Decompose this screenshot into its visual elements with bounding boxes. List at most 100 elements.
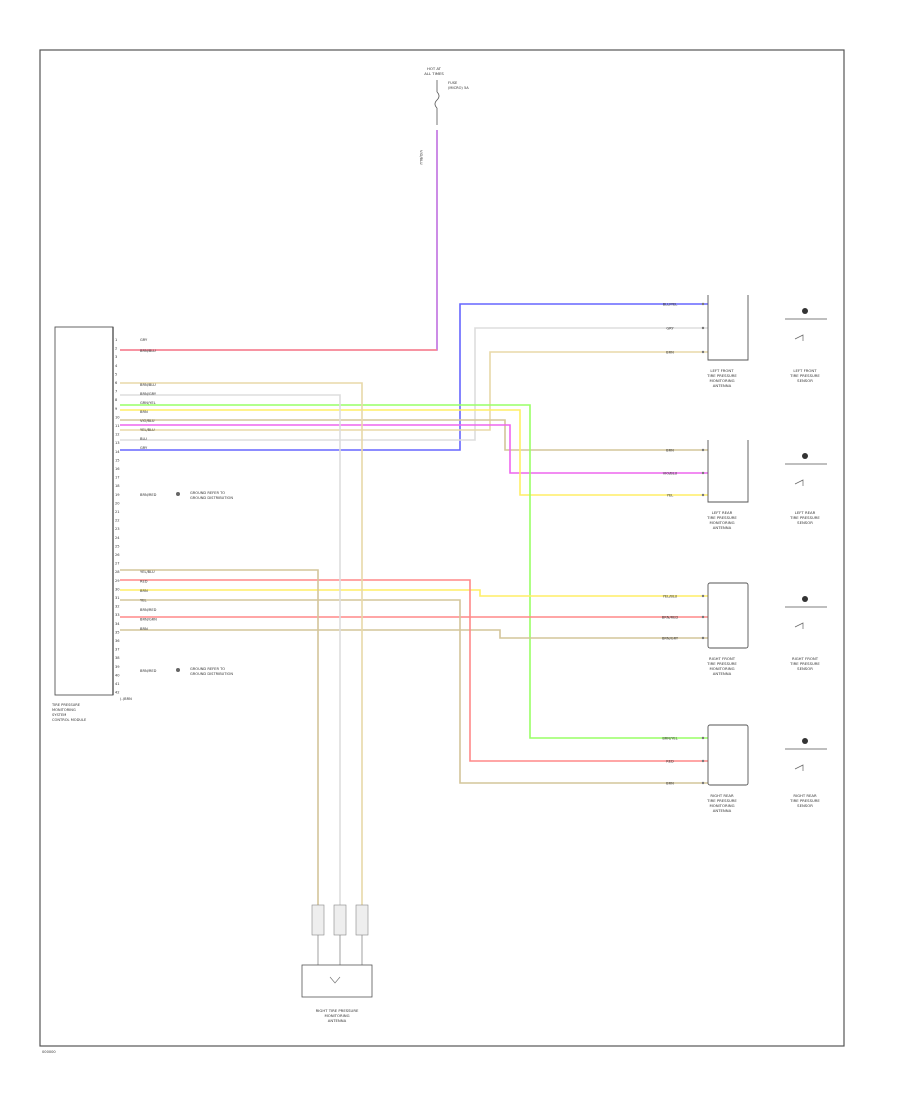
wires <box>120 130 708 910</box>
module-pin-labels: 1234567891011121314151617181920212223242… <box>115 338 120 695</box>
ground-2-color: BRN/RED <box>140 669 157 673</box>
module-pin-number: 37 <box>115 648 120 652</box>
module-pin-number: 25 <box>115 544 120 548</box>
terminal-dot <box>701 448 705 452</box>
switch-icon <box>794 334 804 341</box>
module-pin-number: 31 <box>115 596 120 600</box>
module-label-2: MONITORING <box>52 708 76 712</box>
rear-connector-1 <box>311 904 325 936</box>
mid-wire-label: VIO/BLU <box>140 419 155 423</box>
antenna-body <box>707 582 749 649</box>
antenna-label: TIRE PRESSURE <box>706 373 737 378</box>
sensor-icon <box>802 453 808 459</box>
module-pin-number: 14 <box>115 450 120 454</box>
control-module: 1234567891011121314151617181920212223242… <box>51 326 233 722</box>
module-footer-pin: (-)BRN <box>120 697 132 701</box>
module-pin-number: 24 <box>115 536 120 540</box>
sensor-icon <box>802 596 808 602</box>
fuse-icon <box>434 91 440 109</box>
module-pin-number: 27 <box>115 562 120 566</box>
wire-lf-brn <box>120 351 708 431</box>
low-wire-label: BRN <box>140 627 148 631</box>
module-pin-number: 15 <box>115 458 120 462</box>
wire-rr-grn <box>120 404 708 739</box>
antenna-label: TIRE PRESSURE <box>706 515 737 520</box>
fuse-label-top: HOT AT <box>427 66 442 71</box>
mid-wire-label: BRN/GRY <box>140 392 157 396</box>
module-label-4: CONTROL MODULE <box>52 718 87 722</box>
antenna-label: MONITORING <box>709 378 734 383</box>
terminal-dot <box>701 493 705 497</box>
antenna-label: MONITORING <box>709 803 734 808</box>
module-label-1: TIRE PRESSURE <box>51 703 81 707</box>
wire-rear-1 <box>120 569 319 910</box>
antenna-label: ANTENNA <box>713 808 732 813</box>
module-pin-number: 10 <box>115 415 120 419</box>
sensor-label: TIRE PRESSURE <box>789 373 820 378</box>
diagram-id: 000000 <box>42 1050 56 1054</box>
sensor-label: LEFT FRONT <box>793 368 817 373</box>
terminal-dot <box>701 302 705 306</box>
terminal-dot <box>701 736 705 740</box>
module-pin-number: 4 <box>115 364 118 368</box>
module-pin-number: 2 <box>115 347 117 351</box>
antenna-body <box>707 440 749 503</box>
ground-1-text-1: GROUND REFER TO <box>190 491 225 495</box>
module-pin-number: 12 <box>115 433 120 437</box>
rear-antenna: RIGHT TIRE PRESSURE MONITORING ANTENNA <box>301 904 373 1023</box>
antenna-wire-label: BRN <box>666 449 674 453</box>
module-pin-number: 39 <box>115 665 120 669</box>
module-pin-number: 36 <box>115 639 120 643</box>
antenna-wire-label: BRN/GRY <box>662 637 679 641</box>
sensor-label: TIRE PRESSURE <box>789 515 820 520</box>
module-pin-number: 40 <box>115 673 120 677</box>
module-pin-number: 17 <box>115 476 120 480</box>
module-pin-number: 16 <box>115 467 120 471</box>
top-wire-1: GRY <box>140 338 148 342</box>
rear-label-2: MONITORING <box>324 1013 349 1018</box>
wire-lr-brn <box>120 419 708 451</box>
sensor-label: RIGHT REAR <box>793 793 817 798</box>
wire-lr-yel <box>120 409 708 496</box>
antenna-wire-label: BRN <box>666 351 674 355</box>
wire-rr-red <box>120 579 708 762</box>
fuse-rating: (MICRO) 5A <box>448 86 469 90</box>
antenna-wire-label: RED <box>666 760 674 764</box>
antenna-label: ANTENNA <box>713 525 732 530</box>
rear-label-1: RIGHT TIRE PRESSURE <box>316 1008 359 1013</box>
module-pin-number: 7 <box>115 390 117 394</box>
sensor-label: TIRE PRESSURE <box>789 798 820 803</box>
antenna-wire-label: BRN/YEL <box>662 737 677 741</box>
module-pin-number: 23 <box>115 527 120 531</box>
mid-wire-label: BRN/BLU <box>140 383 156 387</box>
wire-rear-2 <box>120 394 341 910</box>
module-pin-number: 9 <box>115 407 118 411</box>
low-wire-label: BRN <box>140 589 148 593</box>
antenna-wire-label: YEL <box>667 494 673 498</box>
fuse-name: FUSE <box>448 81 458 85</box>
module-pin-number: 35 <box>115 630 120 634</box>
antenna-label: MONITORING <box>709 666 734 671</box>
module-pin-number: 33 <box>115 613 120 617</box>
antenna-wire-label: BRN <box>666 782 674 786</box>
module-pin-number: 28 <box>115 570 120 574</box>
ground-1-color: BRN/RED <box>140 493 157 497</box>
mid-wire-label: GRN/YEL <box>140 401 156 405</box>
module-pin-number: 8 <box>115 398 118 402</box>
power-wire-violet <box>120 130 438 351</box>
module-pin-number: 11 <box>115 424 120 428</box>
module-body <box>54 326 114 696</box>
module-pin-number: 41 <box>115 682 120 686</box>
terminal-dot <box>701 350 705 354</box>
low-wire-label: BRN/RED <box>140 608 157 612</box>
wire-rf-brn <box>120 629 708 639</box>
module-pin-number: 21 <box>115 510 120 514</box>
module-pin-number: 18 <box>115 484 120 488</box>
rear-connector-2 <box>333 904 347 936</box>
